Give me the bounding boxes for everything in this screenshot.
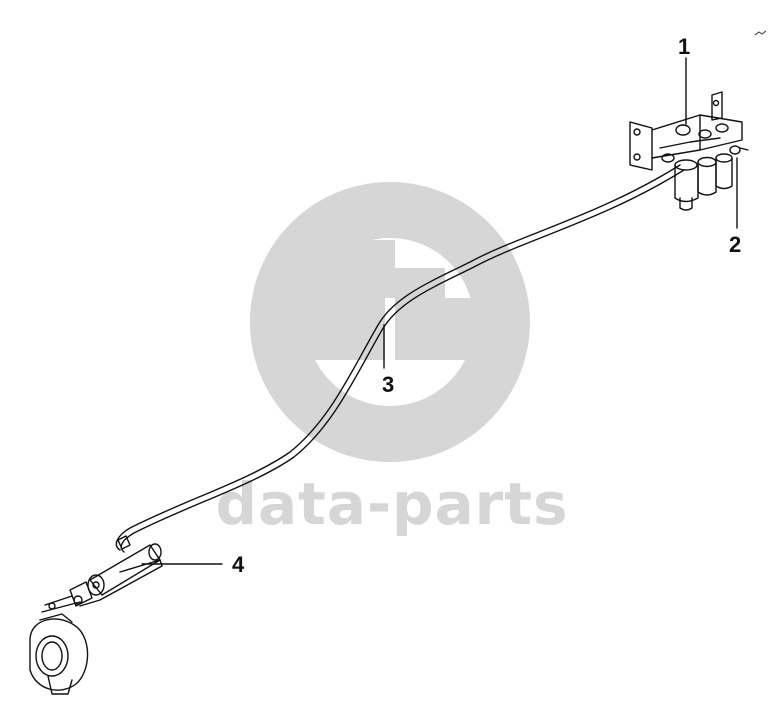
- valve-block: [629, 91, 749, 211]
- hose-line: [115, 164, 681, 551]
- callout-2: 2: [729, 232, 742, 257]
- callout-4: 4: [232, 552, 245, 577]
- hose-line-inner: [120, 169, 685, 553]
- actuator-assembly: [29, 535, 163, 695]
- corner-mark: [754, 30, 767, 36]
- callout-1: 1: [678, 34, 691, 59]
- watermark-text: data-parts: [215, 470, 569, 538]
- callout-3: 3: [382, 372, 395, 397]
